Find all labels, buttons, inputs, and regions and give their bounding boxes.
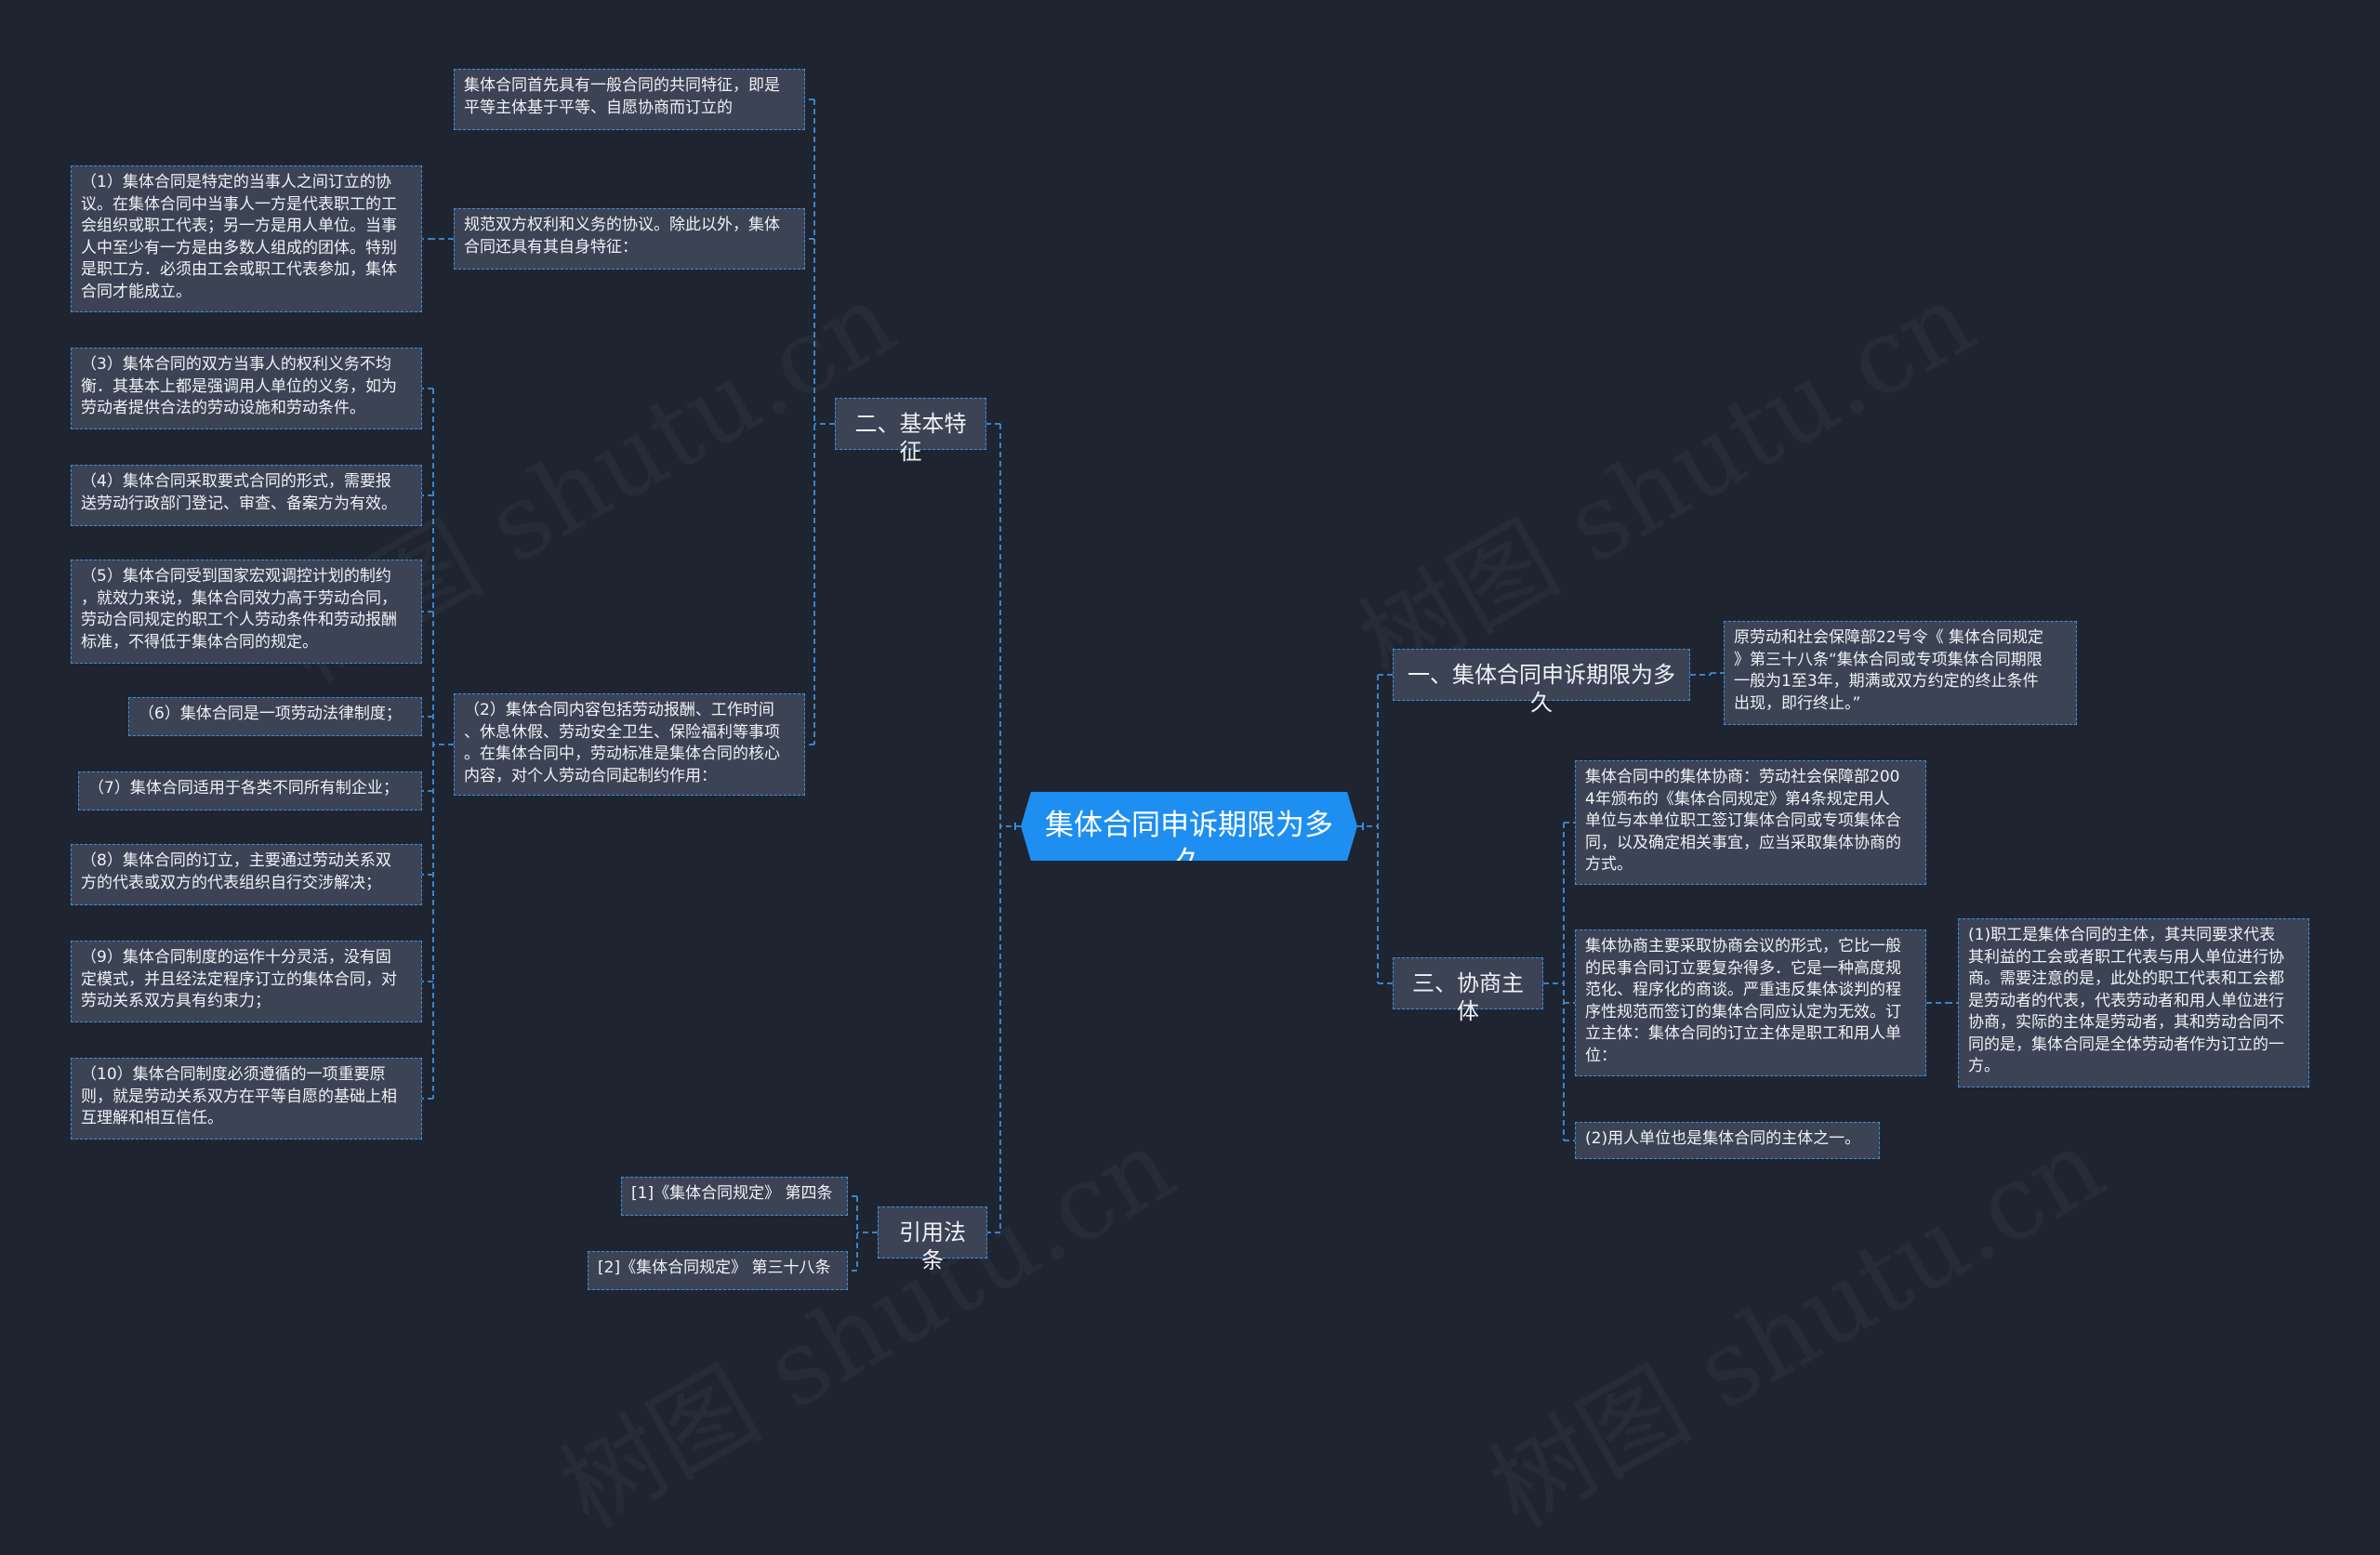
subtopic-l1[interactable]: （1）集体合同是特定的当事人之间订立的协 议。在集体合同中当事人一方是代表职工的… (71, 165, 422, 312)
subtopic-r1[interactable]: 原劳动和社会保障部22号令《 集体合同规定 》第三十八条“集体合同或专项集体合同… (1724, 621, 2077, 725)
subtopic-m2[interactable]: 规范双方权利和义务的协议。除此以外，集体 合同还具有其自身特征： (454, 208, 805, 270)
subtopic-l10[interactable]: （10）集体合同制度必须遵循的一项重要原 则，就是劳动关系双方在平等自愿的基础上… (71, 1058, 422, 1140)
subtopic-r5[interactable]: (2)用人单位也是集体合同的主体之一。 (1575, 1122, 1880, 1159)
branch-topic-b3[interactable]: 三、协商主体 (1393, 957, 1543, 1024)
subtopic-r4[interactable]: (1)职工是集体合同的主体，其共同要求代表 其利益的工会或者职工代表与用人单位进… (1958, 918, 2309, 1087)
subtopic-l4[interactable]: （4）集体合同采取要式合同的形式，需要报 送劳动行政部门登记、审查、备案方为有效… (71, 465, 422, 526)
subtopic-l9[interactable]: （9）集体合同制度的运作十分灵活，没有固 定模式，并且经法定程序订立的集体合同，… (71, 941, 422, 1022)
branch-topic-b2[interactable]: 二、基本特征 (835, 398, 986, 465)
subtopic-r3[interactable]: 集体协商主要采取协商会议的形式，它比一般 的民事合同订立要复杂得多．它是一种高度… (1575, 929, 1926, 1076)
subtopic-l3[interactable]: （3）集体合同的双方当事人的权利义务不均 衡．其基本上都是强调用人单位的义务，如… (71, 348, 422, 429)
branch-topic-b4[interactable]: 引用法条 (878, 1206, 987, 1273)
subtopic-r2[interactable]: 集体合同中的集体协商：劳动社会保障部200 4年颁布的《集体合同规定》第4条规定… (1575, 760, 1926, 885)
subtopic-m3[interactable]: （2）集体合同内容包括劳动报酬、工作时间 、休息休假、劳动安全卫生、保险福利等事… (454, 693, 805, 796)
connector-layer (422, 99, 1958, 1272)
subtopic-c1[interactable]: [1]《集体合同规定》 第四条 (621, 1177, 848, 1216)
subtopic-l7[interactable]: （7）集体合同适用于各类不同所有制企业； (78, 771, 422, 810)
subtopic-c2[interactable]: [2]《集体合同规定》 第三十八条 (588, 1251, 848, 1290)
branch-topic-b1[interactable]: 一、集体合同申诉期限为多久 (1393, 649, 1690, 716)
central-topic[interactable]: 集体合同申诉期限为多久 (1021, 792, 1357, 861)
subtopic-l5[interactable]: （5）集体合同受到国家宏观调控计划的制约 ，就效力来说，集体合同效力高于劳动合同… (71, 560, 422, 664)
subtopic-l8[interactable]: （8）集体合同的订立，主要通过劳动关系双 方的代表或双方的代表组织自行交涉解决； (71, 844, 422, 905)
subtopic-m1[interactable]: 集体合同首先具有一般合同的共同特征，即是 平等主体基于平等、自愿协商而订立的 (454, 69, 805, 130)
mindmap-canvas: 树图 shutu.cn 树图 shutu.cn 树图 shutu.cn 树图 s… (71, 69, 2309, 1290)
subtopic-l6[interactable]: （6）集体合同是一项劳动法律制度； (128, 697, 422, 736)
